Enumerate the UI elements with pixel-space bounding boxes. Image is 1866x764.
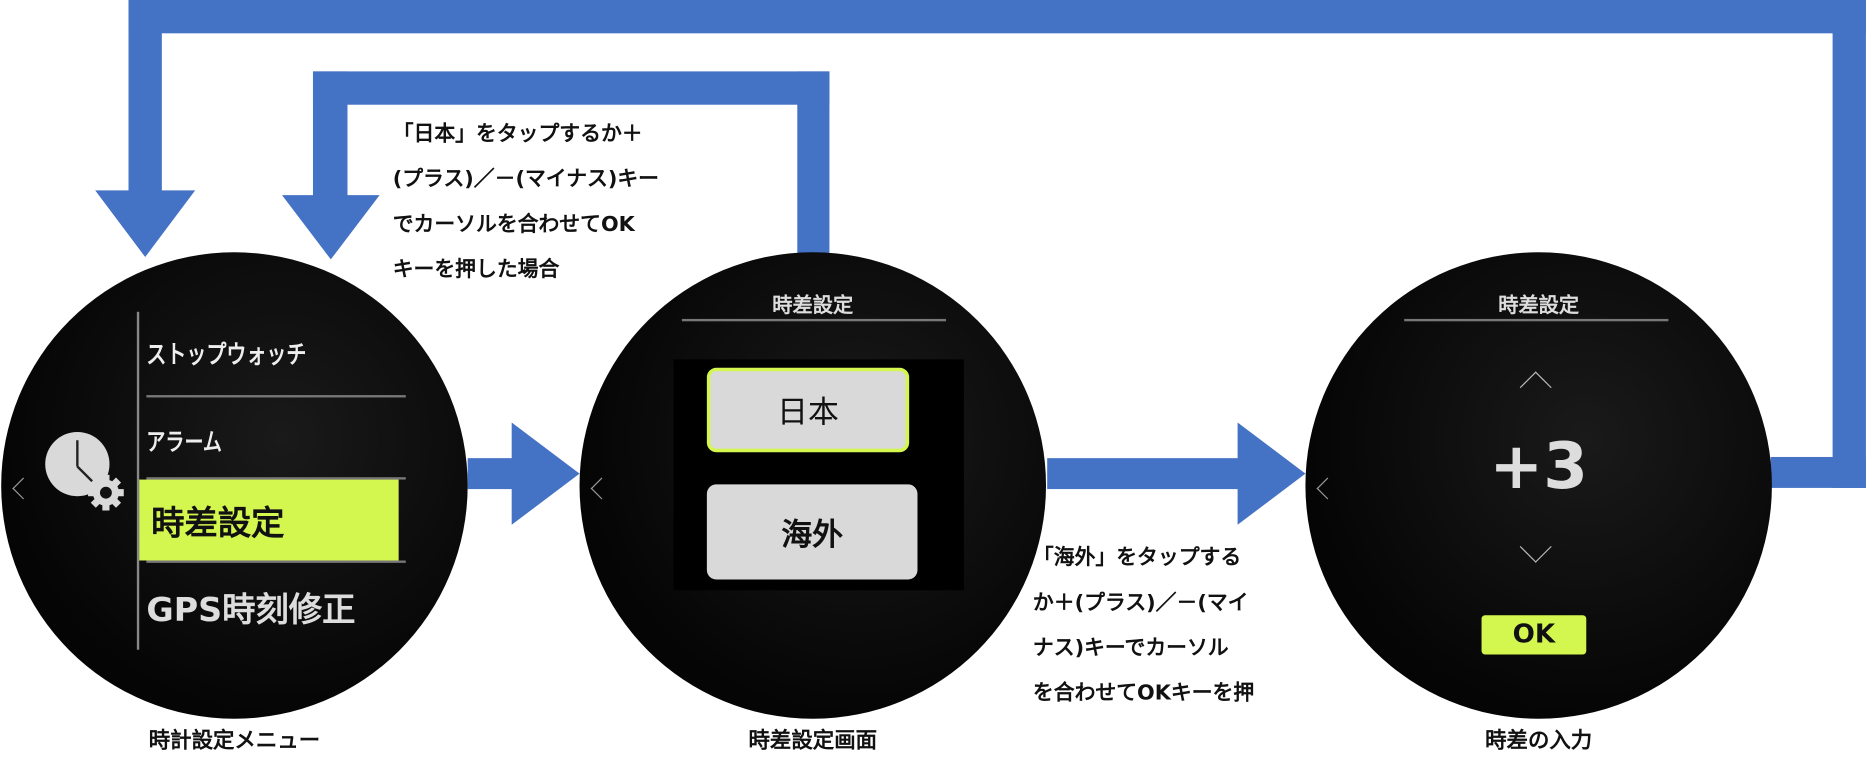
note-overseas: 「海外」をタップする か＋(プラス)／－(マイ ナス)キーでカーソル を合わせて… — [1033, 536, 1254, 717]
ok-label: OK — [1512, 619, 1556, 650]
note-line: を合わせてOKキーを押 — [1032, 681, 1255, 706]
loop-arrow-outer-head — [95, 190, 196, 258]
note-line: 「日本」をタップするか＋ — [392, 122, 643, 147]
loop-arrow-inner-top — [312, 71, 830, 105]
caption-time-difference-screen: 時差設定画面 — [748, 728, 878, 754]
divider — [1404, 318, 1669, 322]
arrow-1-to-2-shaft — [467, 458, 516, 490]
divider — [146, 477, 406, 480]
chevron-down-icon[interactable] — [1519, 530, 1552, 563]
menu-item-gps-time-correction[interactable]: GPS時刻修正 — [146, 590, 356, 630]
clock-gear-icon — [45, 431, 124, 511]
chevron-left-icon[interactable] — [12, 477, 35, 500]
note-japan: 「日本」をタップするか＋ (プラス)／－(マイナス)キー でカーソルを合わせてO… — [393, 112, 659, 293]
loop-arrow-outer-top — [128, 0, 1866, 34]
caption-menu: 時計設定メニュー — [148, 728, 321, 754]
menu-scroll-line — [136, 311, 140, 650]
divider — [146, 560, 406, 563]
watch-screen-menu: ストップウォッチ アラーム 時差設定 GPS時刻修正 — [1, 252, 468, 719]
note-line: キーを押した場合 — [392, 258, 560, 283]
note-line: ナス)キーでカーソル — [1032, 636, 1229, 661]
caption-input: 時差の入力 — [1485, 728, 1593, 754]
option-label: 日本 — [777, 395, 839, 431]
menu-item-label: 時差設定 — [151, 503, 285, 543]
chevron-left-icon[interactable] — [590, 477, 613, 500]
arrow-2-to-3-head — [1237, 422, 1306, 525]
menu-item-time-difference[interactable]: 時差設定 — [139, 479, 399, 561]
loop-arrow-outer-bottom — [1770, 456, 1866, 488]
menu-item-alarm[interactable]: アラーム — [146, 427, 222, 456]
loop-arrow-inner-right — [797, 71, 830, 262]
ok-button[interactable]: OK — [1481, 615, 1587, 655]
note-line: 「海外」をタップする — [1032, 546, 1242, 571]
loop-arrow-inner-head — [282, 195, 380, 260]
note-line: でカーソルを合わせてOK — [392, 213, 635, 237]
offset-value: +3 — [1489, 428, 1588, 504]
divider — [146, 395, 406, 398]
loop-arrow-outer-right — [1832, 0, 1866, 488]
watch-screen-input: 時差設定 +3 OK — [1305, 252, 1772, 719]
loop-arrow-inner-left — [312, 71, 348, 198]
chevron-up-icon[interactable] — [1519, 371, 1552, 404]
loop-arrow-outer-left — [128, 0, 162, 193]
divider — [681, 318, 947, 322]
option-label: 海外 — [781, 517, 844, 553]
arrow-2-to-3-shaft — [1047, 458, 1242, 490]
note-line: (プラス)／－(マイナス)キー — [392, 167, 660, 192]
options-panel: 日本 海外 — [673, 359, 964, 591]
option-overseas-button[interactable]: 海外 — [706, 484, 918, 580]
screen-title: 時差設定 — [1498, 293, 1580, 318]
arrow-1-to-2-head — [511, 422, 580, 525]
screen-title: 時差設定 — [772, 293, 854, 318]
option-japan-button[interactable]: 日本 — [706, 367, 910, 453]
menu-item-stopwatch[interactable]: ストップウォッチ — [146, 340, 307, 369]
note-line: か＋(プラス)／－(マイ — [1032, 591, 1249, 616]
watch-screen-time-difference: 時差設定 日本 海外 — [579, 252, 1047, 719]
